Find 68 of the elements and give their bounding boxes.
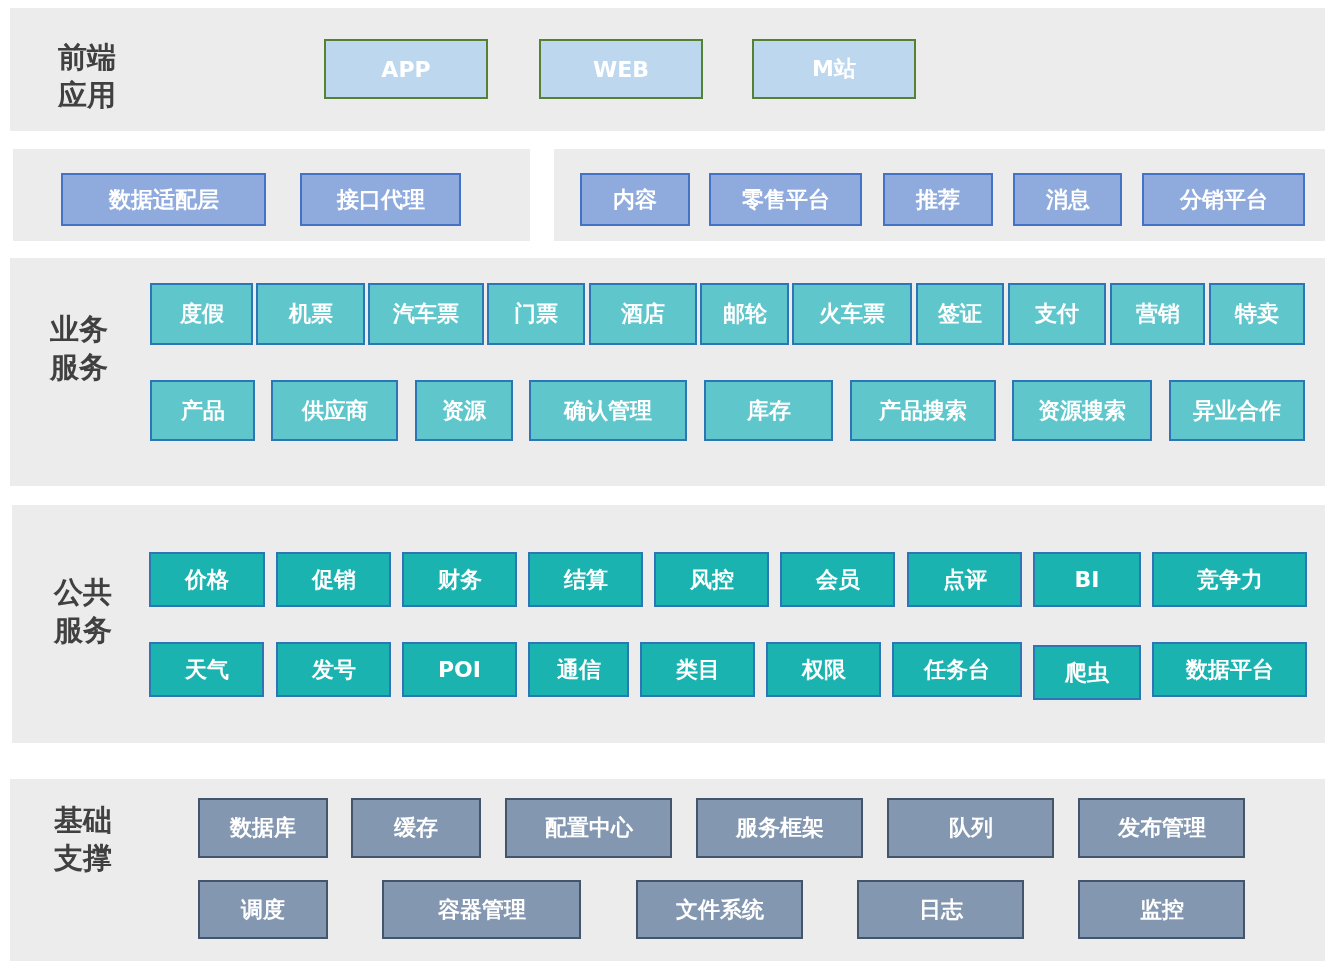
module-box: 服务框架: [696, 798, 863, 858]
module-box: 产品: [150, 380, 255, 441]
module-box: 通信: [528, 642, 629, 697]
module-box: 发布管理: [1078, 798, 1245, 858]
module-box: 特卖: [1209, 283, 1305, 345]
module-box: 队列: [887, 798, 1054, 858]
module-box: 机票: [256, 283, 365, 345]
module-box: 价格: [149, 552, 265, 607]
module-box: 推荐: [883, 173, 993, 226]
layer-band: [10, 258, 1325, 486]
module-box: 火车票: [792, 283, 912, 345]
module-box: 权限: [766, 642, 881, 697]
module-box: 数据平台: [1152, 642, 1307, 697]
module-box: 数据适配层: [61, 173, 266, 226]
module-box: 度假: [150, 283, 253, 345]
module-box: 门票: [487, 283, 585, 345]
layer-band: [13, 149, 530, 241]
module-box: 签证: [916, 283, 1004, 345]
module-box: 促销: [276, 552, 391, 607]
module-box: 任务台: [892, 642, 1022, 697]
module-box: 支付: [1008, 283, 1106, 345]
layer-title: 基础支撑: [54, 802, 113, 877]
module-box: 调度: [198, 880, 328, 939]
module-box: 零售平台: [709, 173, 862, 226]
module-box: 风控: [654, 552, 769, 607]
module-box: 确认管理: [529, 380, 687, 441]
module-box: 产品搜索: [850, 380, 996, 441]
module-box: BI: [1033, 552, 1141, 607]
module-box: 接口代理: [300, 173, 461, 226]
module-box: 文件系统: [636, 880, 803, 939]
module-box: 数据库: [198, 798, 328, 858]
layer-title: 前端应用: [58, 39, 117, 114]
layer-title: 公共服务: [54, 574, 113, 649]
module-box: 库存: [704, 380, 833, 441]
module-box: 消息: [1013, 173, 1122, 226]
module-box: 竞争力: [1152, 552, 1307, 607]
module-box: 天气: [149, 642, 264, 697]
module-box: 资源搜索: [1012, 380, 1152, 441]
module-box: 缓存: [351, 798, 481, 858]
module-box: M站: [752, 39, 916, 99]
module-box: APP: [324, 39, 488, 99]
layer-band: [12, 505, 1325, 743]
module-box: 日志: [857, 880, 1024, 939]
module-box: 供应商: [271, 380, 398, 441]
layer-band: [10, 8, 1325, 131]
module-box: 爬虫: [1033, 645, 1141, 700]
module-box: 内容: [580, 173, 690, 226]
module-box: 容器管理: [382, 880, 581, 939]
module-box: 邮轮: [700, 283, 789, 345]
module-box: 监控: [1078, 880, 1245, 939]
layer-band: [10, 779, 1325, 961]
module-box: 酒店: [589, 283, 697, 345]
layer-band: [554, 149, 1325, 241]
module-box: 会员: [780, 552, 895, 607]
module-box: 发号: [276, 642, 391, 697]
module-box: POI: [402, 642, 517, 697]
module-box: 资源: [415, 380, 513, 441]
module-box: 异业合作: [1169, 380, 1305, 441]
module-box: 分销平台: [1142, 173, 1305, 226]
module-box: 财务: [402, 552, 517, 607]
module-box: 点评: [907, 552, 1022, 607]
module-box: 营销: [1110, 283, 1205, 345]
layer-title: 业务服务: [50, 311, 109, 386]
module-box: 结算: [528, 552, 643, 607]
module-box: 类目: [640, 642, 755, 697]
module-box: 配置中心: [505, 798, 672, 858]
module-box: WEB: [539, 39, 703, 99]
module-box: 汽车票: [368, 283, 484, 345]
